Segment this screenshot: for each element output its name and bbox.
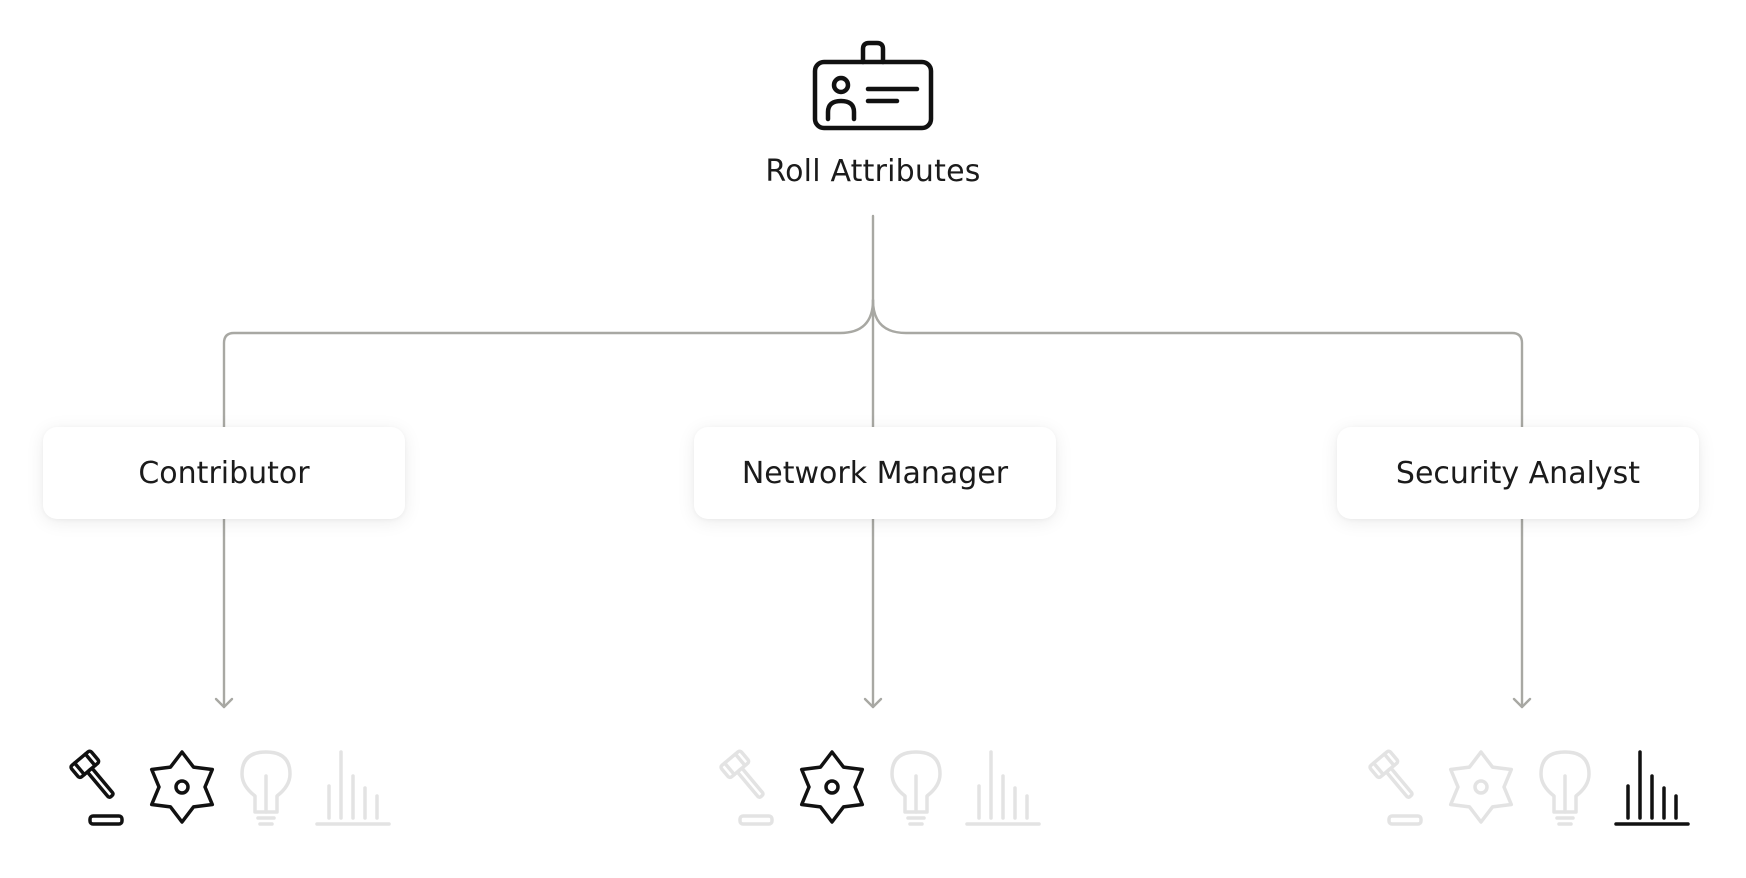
gear-icon <box>799 750 865 824</box>
gavel-icon <box>1368 749 1423 826</box>
role-card-security-analyst[interactable]: Security Analyst <box>1337 427 1699 519</box>
root-title: Roll Attributes <box>765 154 981 189</box>
role-label: Contributor <box>138 455 310 491</box>
role-label: Security Analyst <box>1395 455 1641 491</box>
lightbulb-icon <box>1539 750 1591 826</box>
branch-line-contributor <box>222 298 875 429</box>
attribute-icons-network-manager <box>718 746 1043 828</box>
gear-icon <box>1448 750 1514 824</box>
arrowhead-security-analyst <box>1512 697 1532 709</box>
gavel-icon <box>719 749 774 826</box>
role-label: Network Manager <box>741 455 1009 491</box>
bar-chart-icon <box>965 750 1041 826</box>
role-card-network-manager[interactable]: Network Manager <box>694 427 1056 519</box>
root-node: Roll Attributes <box>765 40 980 189</box>
arrowhead-contributor <box>214 697 234 709</box>
attribute-icons-contributor <box>68 746 393 828</box>
role-card-contributor[interactable]: Contributor <box>43 427 405 519</box>
id-badge-icon <box>812 40 934 131</box>
branch-line-security-analyst <box>871 298 1524 429</box>
lightbulb-icon <box>240 750 292 826</box>
arrowhead-network-manager <box>863 697 883 709</box>
gavel-icon <box>69 749 124 826</box>
attribute-icons-security-analyst <box>1367 746 1692 828</box>
gear-icon <box>149 750 215 824</box>
lightbulb-icon <box>890 750 942 826</box>
bar-chart-icon <box>315 750 391 826</box>
bar-chart-icon <box>1614 750 1690 826</box>
